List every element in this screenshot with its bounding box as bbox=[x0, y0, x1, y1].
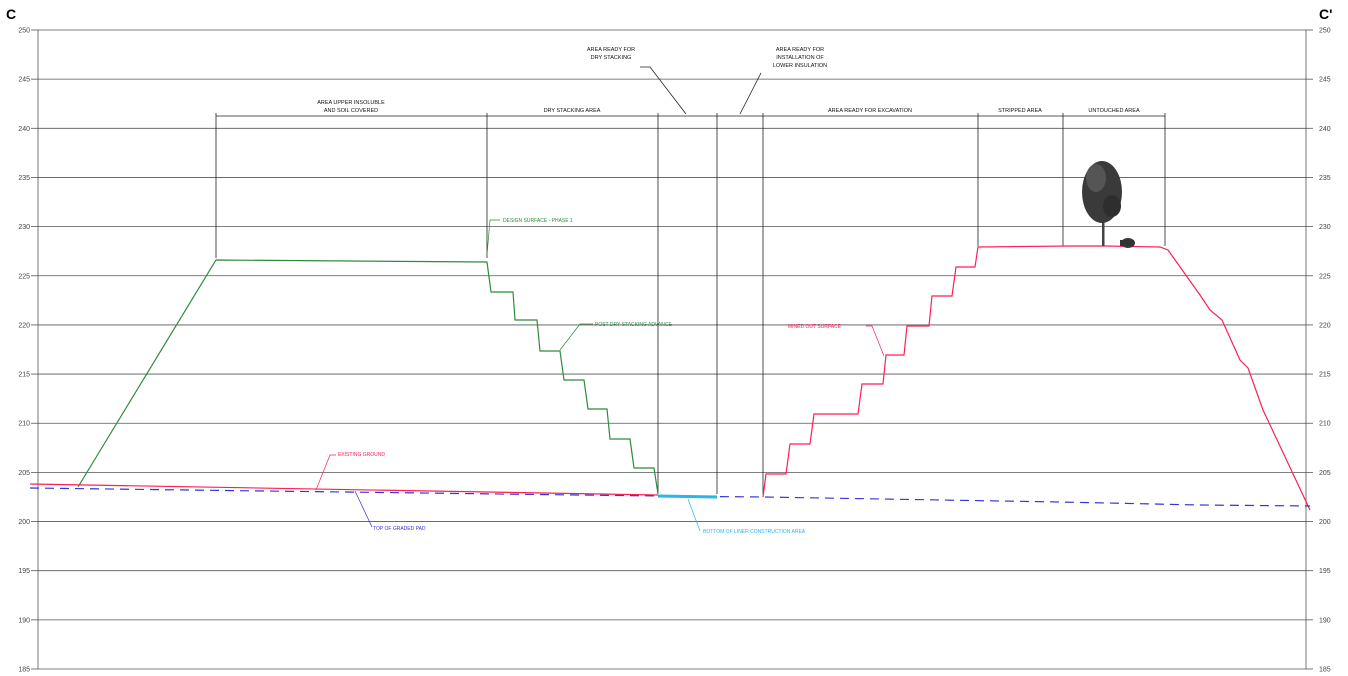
elevation-tick-right: 200 bbox=[1319, 519, 1331, 526]
elevation-tick-right: 185 bbox=[1319, 667, 1331, 674]
elevation-tick-right: 195 bbox=[1319, 568, 1331, 575]
elevation-tick-left: 200 bbox=[18, 519, 30, 526]
elevation-tick-left: 235 bbox=[18, 175, 30, 182]
elevation-tick-right: 245 bbox=[1319, 77, 1331, 84]
elevation-tick-left: 225 bbox=[18, 273, 30, 280]
elevation-tick-left: 195 bbox=[18, 568, 30, 575]
tree-icon bbox=[1082, 161, 1135, 248]
elevation-tick-left: 220 bbox=[18, 322, 30, 329]
elevation-tick-right: 230 bbox=[1319, 224, 1331, 231]
zone-ready-insulation-line3: LOWER INSULATION bbox=[773, 63, 827, 69]
profile-lines bbox=[29, 245, 1311, 511]
elevation-grid: 250 250 245 245 240 240 235 235 230 230 225 225 220 2… bbox=[18, 28, 1330, 674]
elevation-tick-left: 250 bbox=[18, 28, 30, 35]
frame bbox=[37, 30, 1307, 669]
section-label-right: C' bbox=[1319, 6, 1332, 22]
zone-ready-dry-line2: DRY STACKING bbox=[591, 55, 632, 61]
elevation-tick-right: 205 bbox=[1319, 470, 1331, 477]
existing-ground-line bbox=[29, 483, 659, 496]
elevation-tick-right: 225 bbox=[1319, 273, 1331, 280]
zone-ready-insulation-line1: AREA READY FOR bbox=[776, 47, 824, 53]
zone-ready-dry-line1: AREA READY FOR bbox=[587, 47, 635, 53]
callout-mined-out: MINED OUT SURFACE bbox=[788, 324, 842, 330]
elevation-tick-right: 235 bbox=[1319, 175, 1331, 182]
callout-post-advance: POST DRY STACKING ADVANCE bbox=[595, 322, 672, 328]
elevation-tick-left: 205 bbox=[18, 470, 30, 477]
zone-stripped: STRIPPED AREA bbox=[998, 108, 1042, 114]
elevation-tick-right: 250 bbox=[1319, 28, 1331, 35]
elevation-tick-left: 230 bbox=[18, 224, 30, 231]
elevation-tick-right: 240 bbox=[1319, 126, 1331, 133]
callout-top-pad: TOP OF GRADED PAD bbox=[373, 526, 426, 532]
elevation-tick-right: 220 bbox=[1319, 322, 1331, 329]
callout-leaders bbox=[315, 219, 885, 532]
design-surface-line bbox=[77, 259, 659, 495]
elevation-tick-right: 190 bbox=[1319, 617, 1331, 624]
zone-ready-excavation: AREA READY FOR EXCAVATION bbox=[828, 108, 912, 114]
elevation-tick-right: 210 bbox=[1319, 421, 1331, 428]
elevation-tick-right: 215 bbox=[1319, 372, 1331, 379]
mined-out-line bbox=[762, 245, 1311, 511]
zone-dimensions bbox=[215, 66, 1166, 494]
callout-existing: EXISTING GROUND bbox=[338, 452, 385, 458]
liner-area-line bbox=[657, 494, 718, 499]
top-graded-pad-line bbox=[29, 487, 1311, 507]
zone-ready-insulation-line2: INSTALLATION OF bbox=[776, 55, 824, 61]
elevation-tick-left: 210 bbox=[18, 421, 30, 428]
zone-upper-line2: AND SOIL COVERED bbox=[324, 108, 378, 114]
callout-bottom-liner: BOTTOM OF LINER CONSTRUCTION AREA bbox=[703, 529, 806, 535]
elevation-tick-left: 185 bbox=[18, 667, 30, 674]
zone-upper-line1: AREA UPPER INSOLUBLE bbox=[317, 100, 385, 106]
elevation-tick-left: 240 bbox=[18, 126, 30, 133]
callout-design-surface: DESIGN SURFACE - PHASE 1 bbox=[503, 218, 573, 224]
elevation-tick-left: 245 bbox=[18, 77, 30, 84]
section-label-left: C bbox=[6, 6, 16, 22]
elevation-tick-left: 190 bbox=[18, 617, 30, 624]
elevation-tick-left: 215 bbox=[18, 372, 30, 379]
zone-dry-stacking: DRY STACKING AREA bbox=[544, 108, 601, 114]
zone-untouched: UNTOUCHED AREA bbox=[1088, 108, 1140, 114]
